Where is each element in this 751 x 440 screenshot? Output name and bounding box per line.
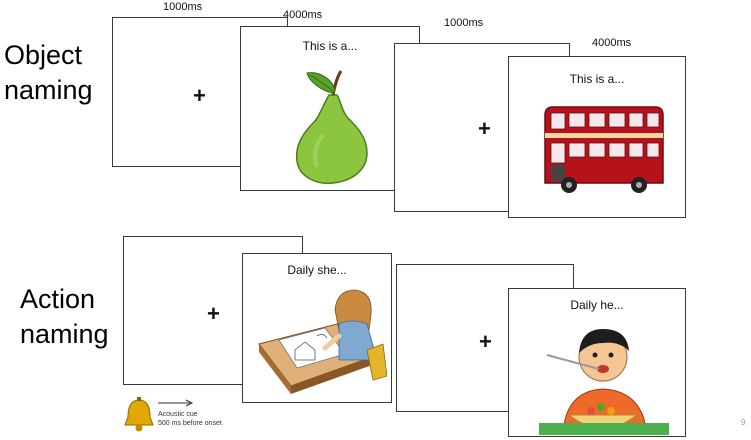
fixation-cross: + bbox=[479, 329, 492, 354]
acoustic-cue-line1: Acoustic cue bbox=[158, 411, 198, 418]
pear-image bbox=[295, 70, 368, 185]
timing-label-2: 4000ms bbox=[283, 9, 323, 21]
timing-label-1: 1000ms bbox=[163, 1, 203, 13]
stimulus-prompt: Daily he... bbox=[570, 298, 624, 312]
object-naming-label: Object naming bbox=[4, 38, 93, 108]
stimulus-prompt: Daily she... bbox=[287, 263, 347, 277]
timing-label-3: 1000ms bbox=[444, 17, 484, 29]
action-naming-label-line1: Action bbox=[20, 284, 96, 314]
acoustic-cue-line2: 500 ms before onset bbox=[158, 420, 222, 427]
object-naming-label-line1: Object bbox=[4, 40, 83, 70]
stimulus-frame-drawing: Daily she... bbox=[242, 253, 392, 403]
bell-icon bbox=[124, 397, 154, 432]
page-number: 9 bbox=[741, 418, 746, 427]
stimulus-frame-bus: This is a... bbox=[508, 56, 686, 218]
stimulus-frame-eating: Daily he... bbox=[508, 288, 686, 437]
stimulus-frame-pear: This is a... bbox=[240, 26, 420, 191]
fixation-cross: + bbox=[193, 83, 206, 108]
bus-image bbox=[544, 106, 664, 193]
fixation-cross: + bbox=[478, 116, 491, 141]
action-naming-label: Action naming bbox=[20, 282, 109, 352]
stimulus-prompt: This is a... bbox=[569, 72, 625, 86]
acoustic-cue-label: Acoustic cue 500 ms before onset bbox=[158, 410, 222, 428]
action-naming-label-line2: naming bbox=[20, 319, 109, 349]
object-naming-label-line2: naming bbox=[4, 75, 93, 105]
timing-label-4: 4000ms bbox=[592, 37, 632, 49]
girl-drawing-image bbox=[258, 289, 387, 394]
stimulus-prompt: This is a... bbox=[302, 39, 358, 53]
arrow-right-icon bbox=[158, 399, 194, 407]
boy-eating-image bbox=[539, 329, 669, 435]
fixation-cross: + bbox=[207, 301, 220, 326]
